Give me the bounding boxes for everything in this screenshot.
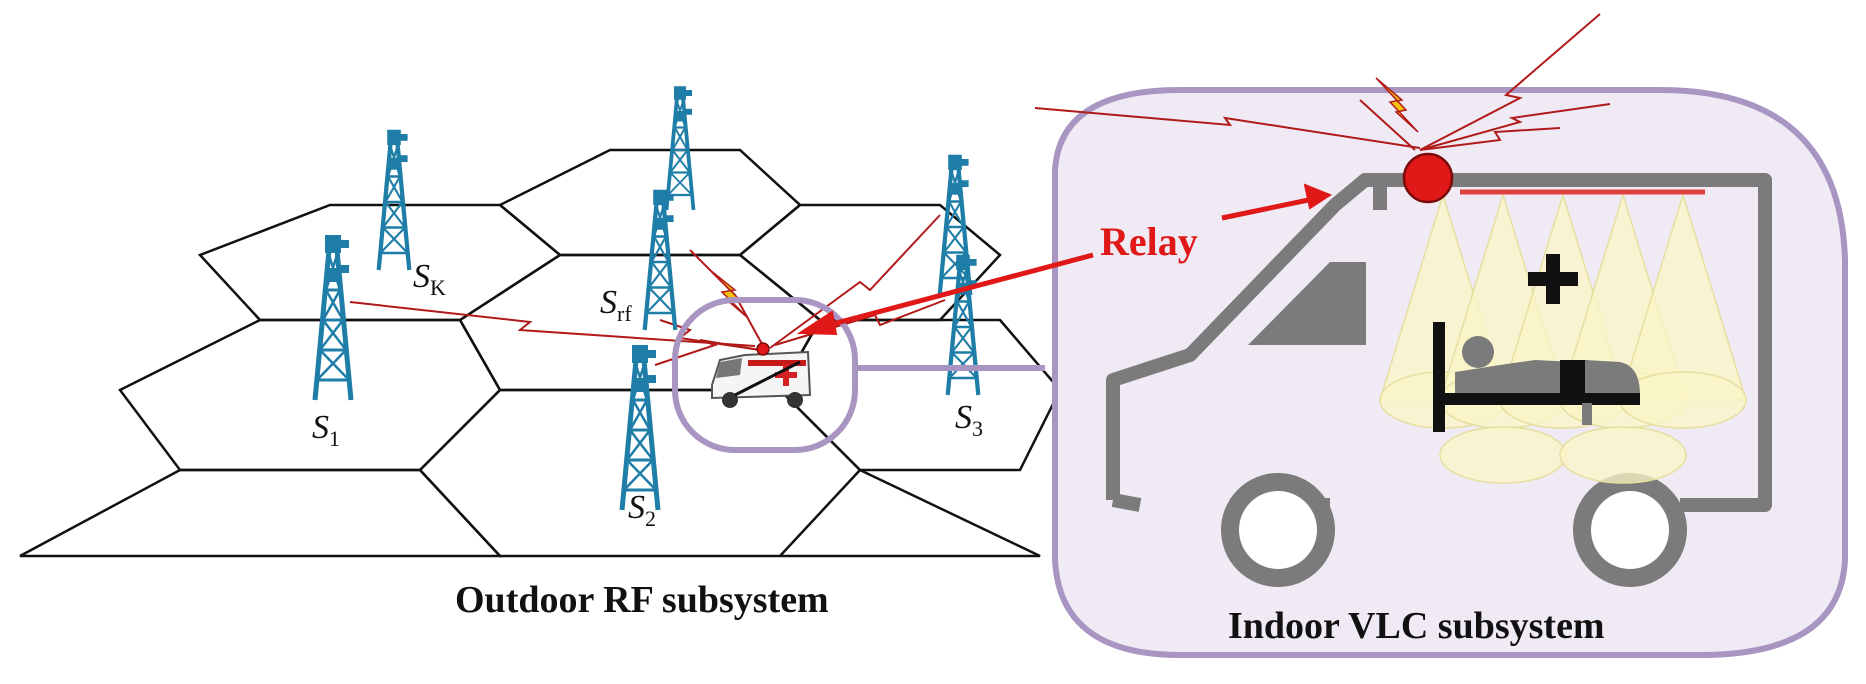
label-Srf: Srf <box>600 284 632 326</box>
outdoor-subsystem-caption: Outdoor RF subsystem <box>455 579 829 621</box>
cell-grid <box>19 148 1062 558</box>
relay-rf-links <box>1034 13 1611 151</box>
tower-S2 <box>622 345 658 510</box>
relay-node <box>1402 152 1454 204</box>
tower-S1 <box>315 235 351 400</box>
tower-SK <box>379 130 410 270</box>
rear-wheel <box>1573 473 1687 587</box>
label-S1: S1 <box>312 409 340 451</box>
front-wheel <box>1221 473 1335 587</box>
relay-label: Relay <box>1100 219 1198 264</box>
relay-lightning-icon <box>1375 77 1419 133</box>
label-S2: S2 <box>628 489 656 531</box>
tower-S3 <box>948 255 979 395</box>
medical-cross-icon <box>1528 254 1578 304</box>
ambulance-windshield <box>1248 262 1366 345</box>
label-S3: S3 <box>955 399 983 441</box>
label-SK: SK <box>413 258 446 300</box>
tower-Srf <box>645 190 676 330</box>
rf-lightning-icon <box>709 269 749 319</box>
patient-bed-icon <box>1433 322 1640 432</box>
ambulance-small-icon <box>711 342 812 408</box>
indoor-subsystem-caption: Indoor VLC subsystem <box>1228 605 1605 647</box>
tower-top <box>664 84 696 212</box>
relay-arrows <box>796 183 1333 336</box>
zoom-bubble-small <box>672 297 858 453</box>
